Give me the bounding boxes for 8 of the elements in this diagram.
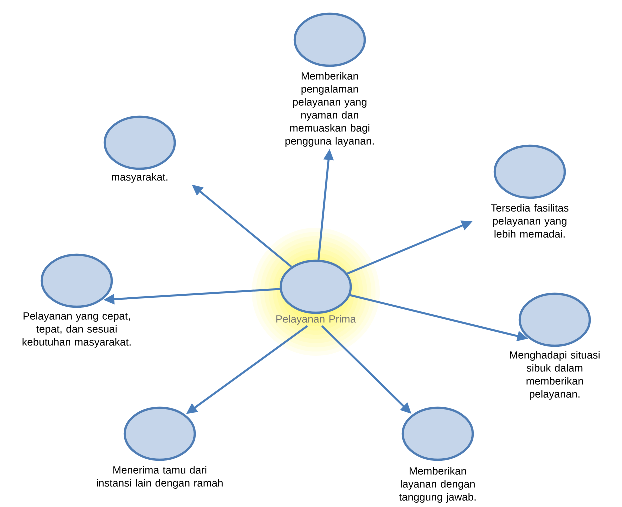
node-label: Memberikan layanan dengan tanggung jawab. bbox=[399, 467, 476, 503]
node-label: Menerima tamu dari instansi lain dengan ramah bbox=[97, 466, 223, 489]
node-label: Pelayanan yang cepat, tepat, dan sesuai kebutuhan masyarakat. bbox=[22, 312, 131, 348]
node-label: Menghadapi situasi sibuk dalam memberikan pelayanan. bbox=[510, 351, 600, 400]
node-label: masyarakat. bbox=[112, 173, 168, 183]
node-label: Memberikan pengalaman pelayanan yang nyaman dan memuaskan bagi pengguna layanan. bbox=[286, 72, 374, 147]
node-label: Tersedia fasilitas pelayanan yang lebih memadai. bbox=[491, 204, 569, 238]
node-label: Pelayanan Prima bbox=[276, 315, 356, 325]
